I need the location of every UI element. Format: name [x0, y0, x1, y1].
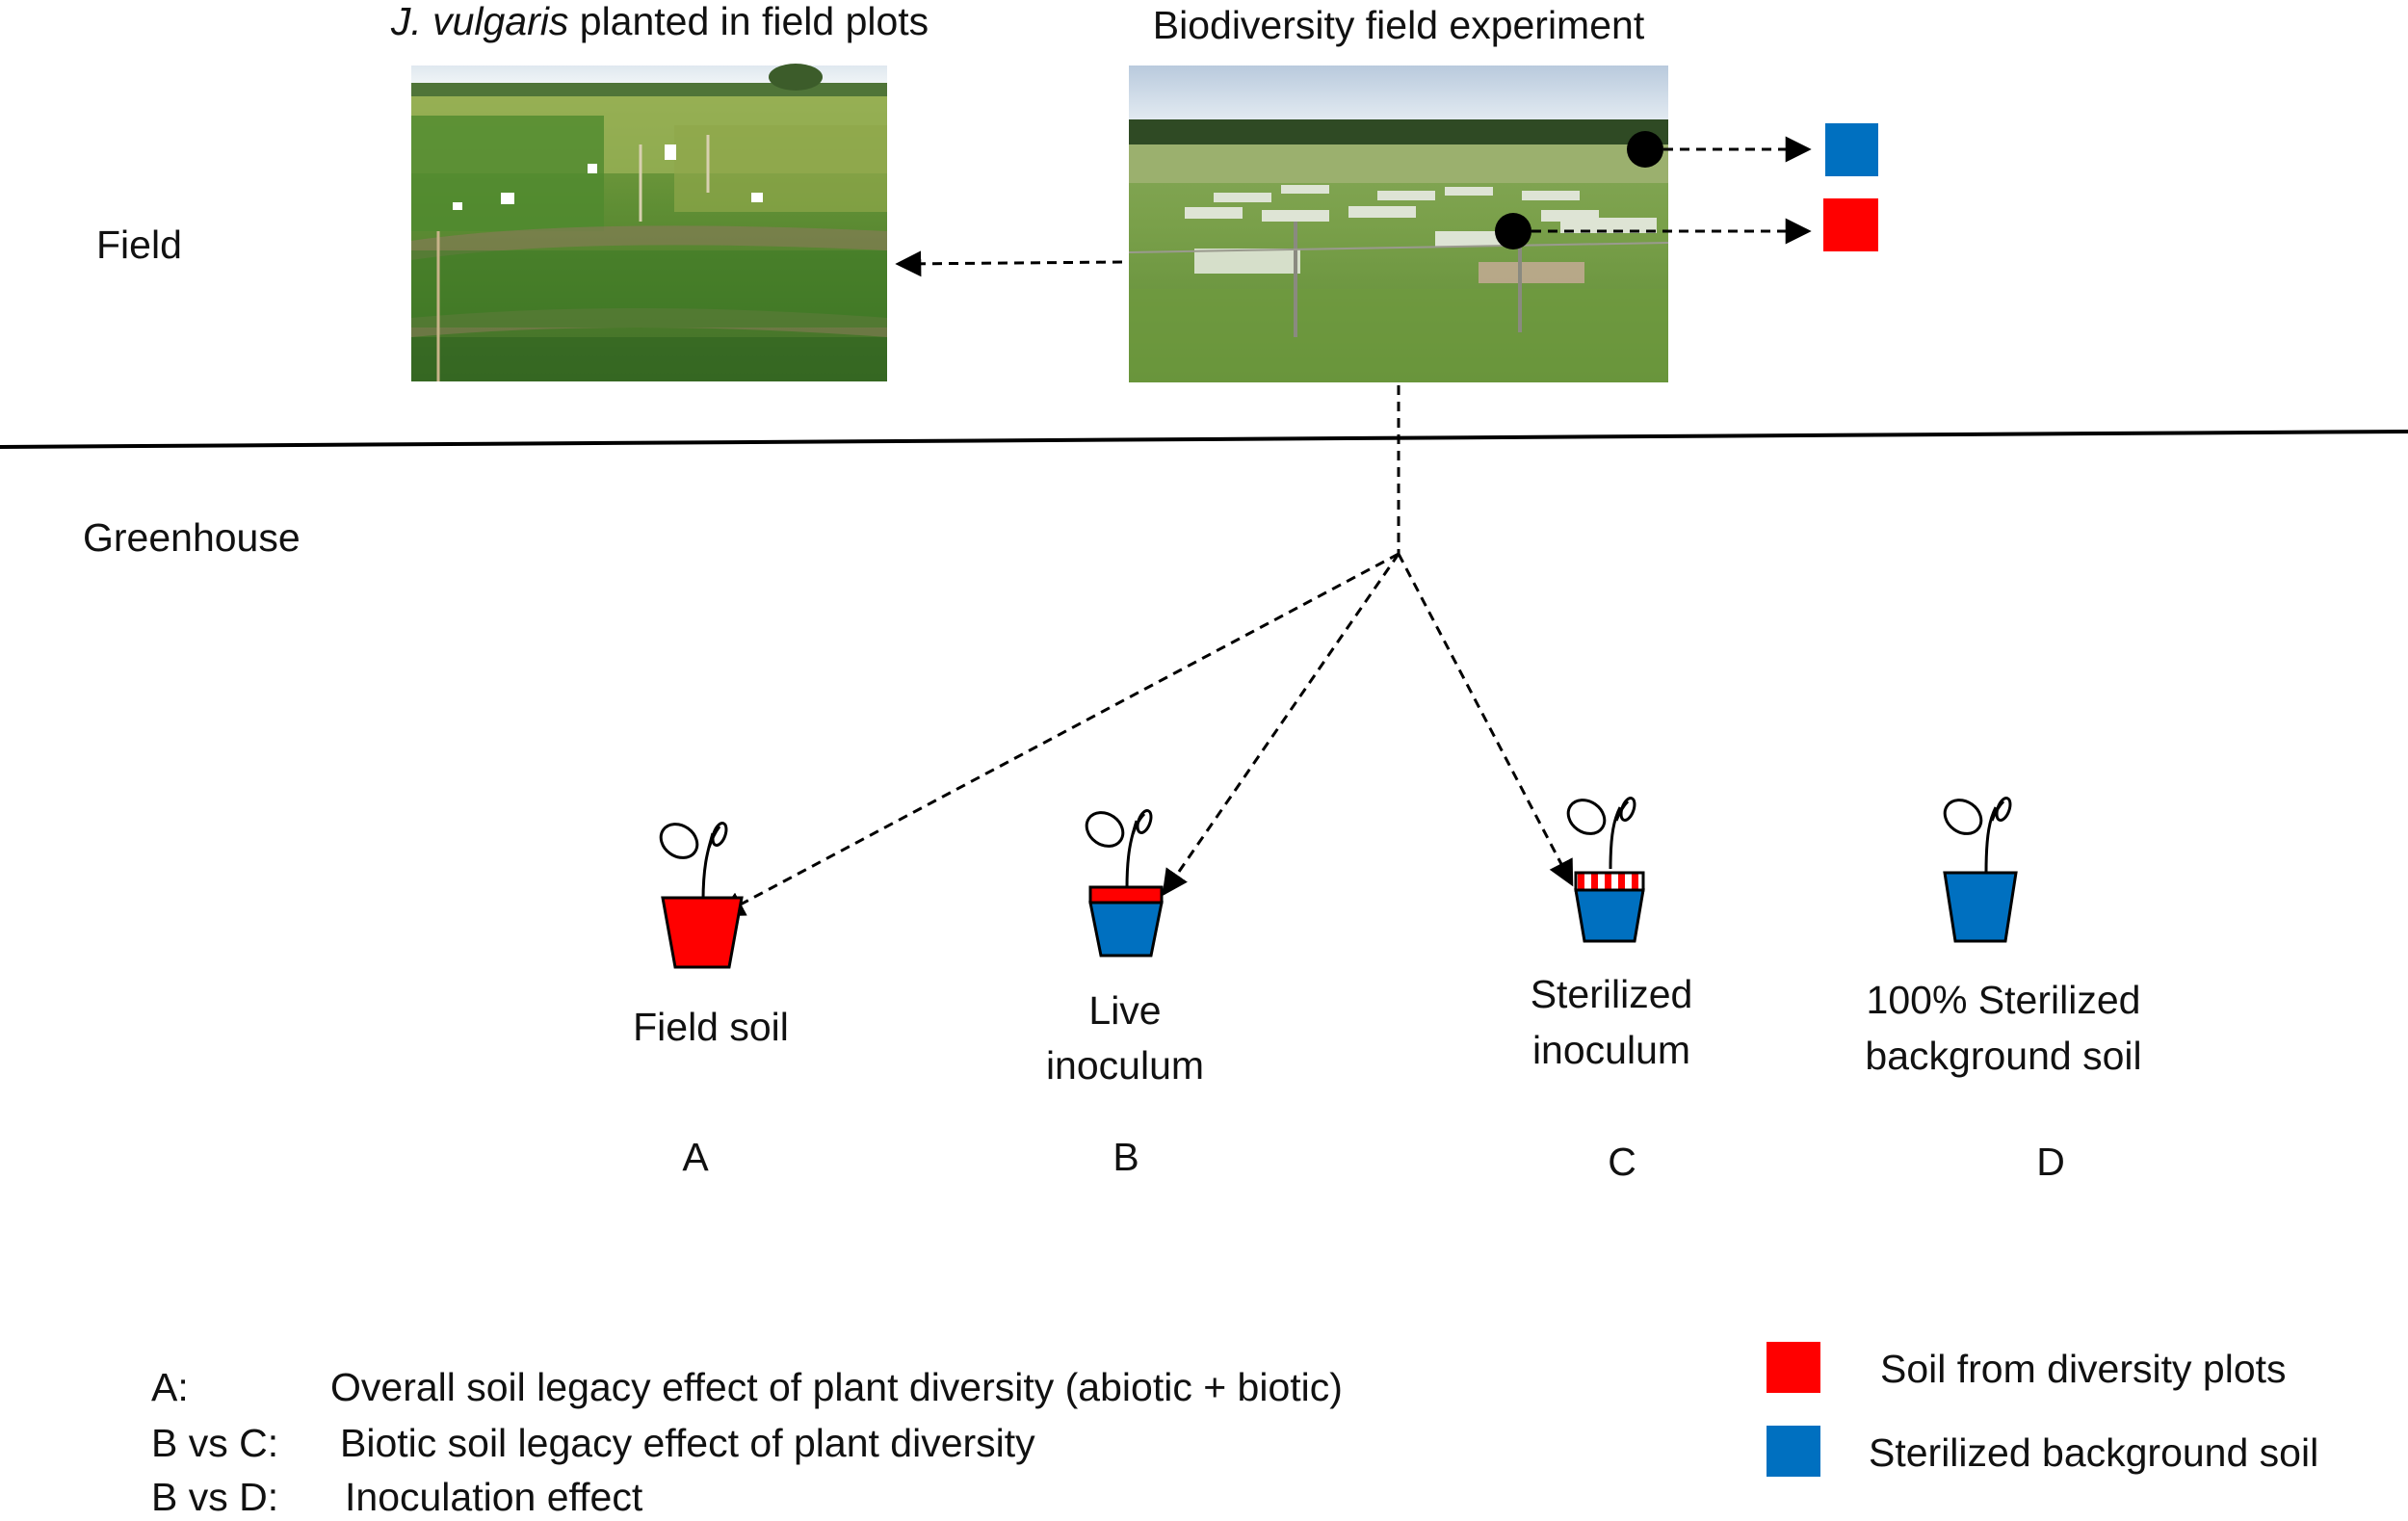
comparison-key: A:: [151, 1365, 189, 1409]
legend: Soil from diversity plots Sterilized bac…: [1767, 1342, 2318, 1477]
comparison-text: Inoculation effect: [345, 1475, 643, 1516]
seedling-icon: [1943, 797, 2012, 874]
legend-label-field-soil: Soil from diversity plots: [1880, 1347, 2287, 1391]
pot-d: [1943, 797, 2018, 943]
treatment-b-label-line1: Live: [1088, 988, 1161, 1033]
seedling-icon: [1085, 809, 1153, 889]
comparison-key: B vs C:: [151, 1421, 278, 1465]
comparisons-key: A: Overall soil legacy effect of plant d…: [151, 1365, 1343, 1519]
pot-b: [1085, 809, 1164, 957]
treatment-c-letter: C: [1608, 1140, 1636, 1184]
sample-point-marker: [1495, 213, 1531, 249]
treatment-d-label-line1: 100% Sterilized: [1867, 978, 2141, 1022]
caption-rest: planted in field plots: [568, 0, 929, 43]
field-section-label: Field: [96, 223, 182, 267]
sample-point-marker: [1627, 131, 1663, 168]
treatment-c-label-line2: inoculum: [1532, 1028, 1690, 1072]
treatment-a-letter: A: [682, 1135, 709, 1179]
right-photo-caption: Biodiversity field experiment: [1153, 3, 1645, 47]
legend-swatch-field-soil: [1767, 1342, 1820, 1393]
seedling-icon: [659, 822, 728, 902]
greenhouse-section-label: Greenhouse: [83, 515, 301, 560]
treatment-b-letter: B: [1112, 1135, 1139, 1179]
pot-a-soil: [661, 896, 744, 969]
treatment-b-label-line2: inoculum: [1046, 1043, 1204, 1088]
background-soil-square: [1825, 123, 1878, 176]
caption-species: J. vulgaris: [390, 0, 569, 43]
pot-a: [659, 822, 744, 969]
arrow-to-pot-b: [1162, 553, 1400, 897]
treatment-d-label-line2: background soil: [1865, 1034, 2141, 1078]
left-photo-caption: J. vulgaris planted in field plots: [390, 0, 929, 43]
photo-jvulgaris-field-plots: [411, 64, 887, 381]
legend-swatch-background-soil: [1767, 1426, 1820, 1477]
arrow-photo-to-photo: [895, 250, 1123, 277]
treatment-c-label-line1: Sterilized: [1531, 972, 1693, 1016]
photo-biodiversity-field-experiment: [1128, 66, 1669, 382]
arrow-to-pot-a: [718, 552, 1400, 917]
pot-c-sterilized-inoculum-layer: [1574, 871, 1645, 892]
pot-b-background-soil: [1088, 901, 1164, 957]
pot-c: [1566, 797, 1645, 943]
pot-d-background-soil: [1943, 871, 2018, 943]
seedling-icon: [1566, 797, 1636, 870]
field-soil-square: [1823, 198, 1878, 251]
pot-b-live-inoculum-layer: [1088, 885, 1164, 905]
arrow-to-pot-c: [1397, 553, 1574, 887]
comparison-text: Biotic soil legacy effect of plant diver…: [340, 1421, 1035, 1465]
treatment-d-letter: D: [2036, 1140, 2065, 1184]
pot-c-background-soil: [1574, 888, 1645, 943]
legend-label-background-soil: Sterilized background soil: [1869, 1430, 2318, 1475]
treatment-a-label: Field soil: [633, 1005, 789, 1049]
comparison-key: B vs D:: [151, 1475, 278, 1516]
comparison-text: Overall soil legacy effect of plant dive…: [330, 1365, 1343, 1409]
field-greenhouse-divider: [0, 430, 2408, 449]
